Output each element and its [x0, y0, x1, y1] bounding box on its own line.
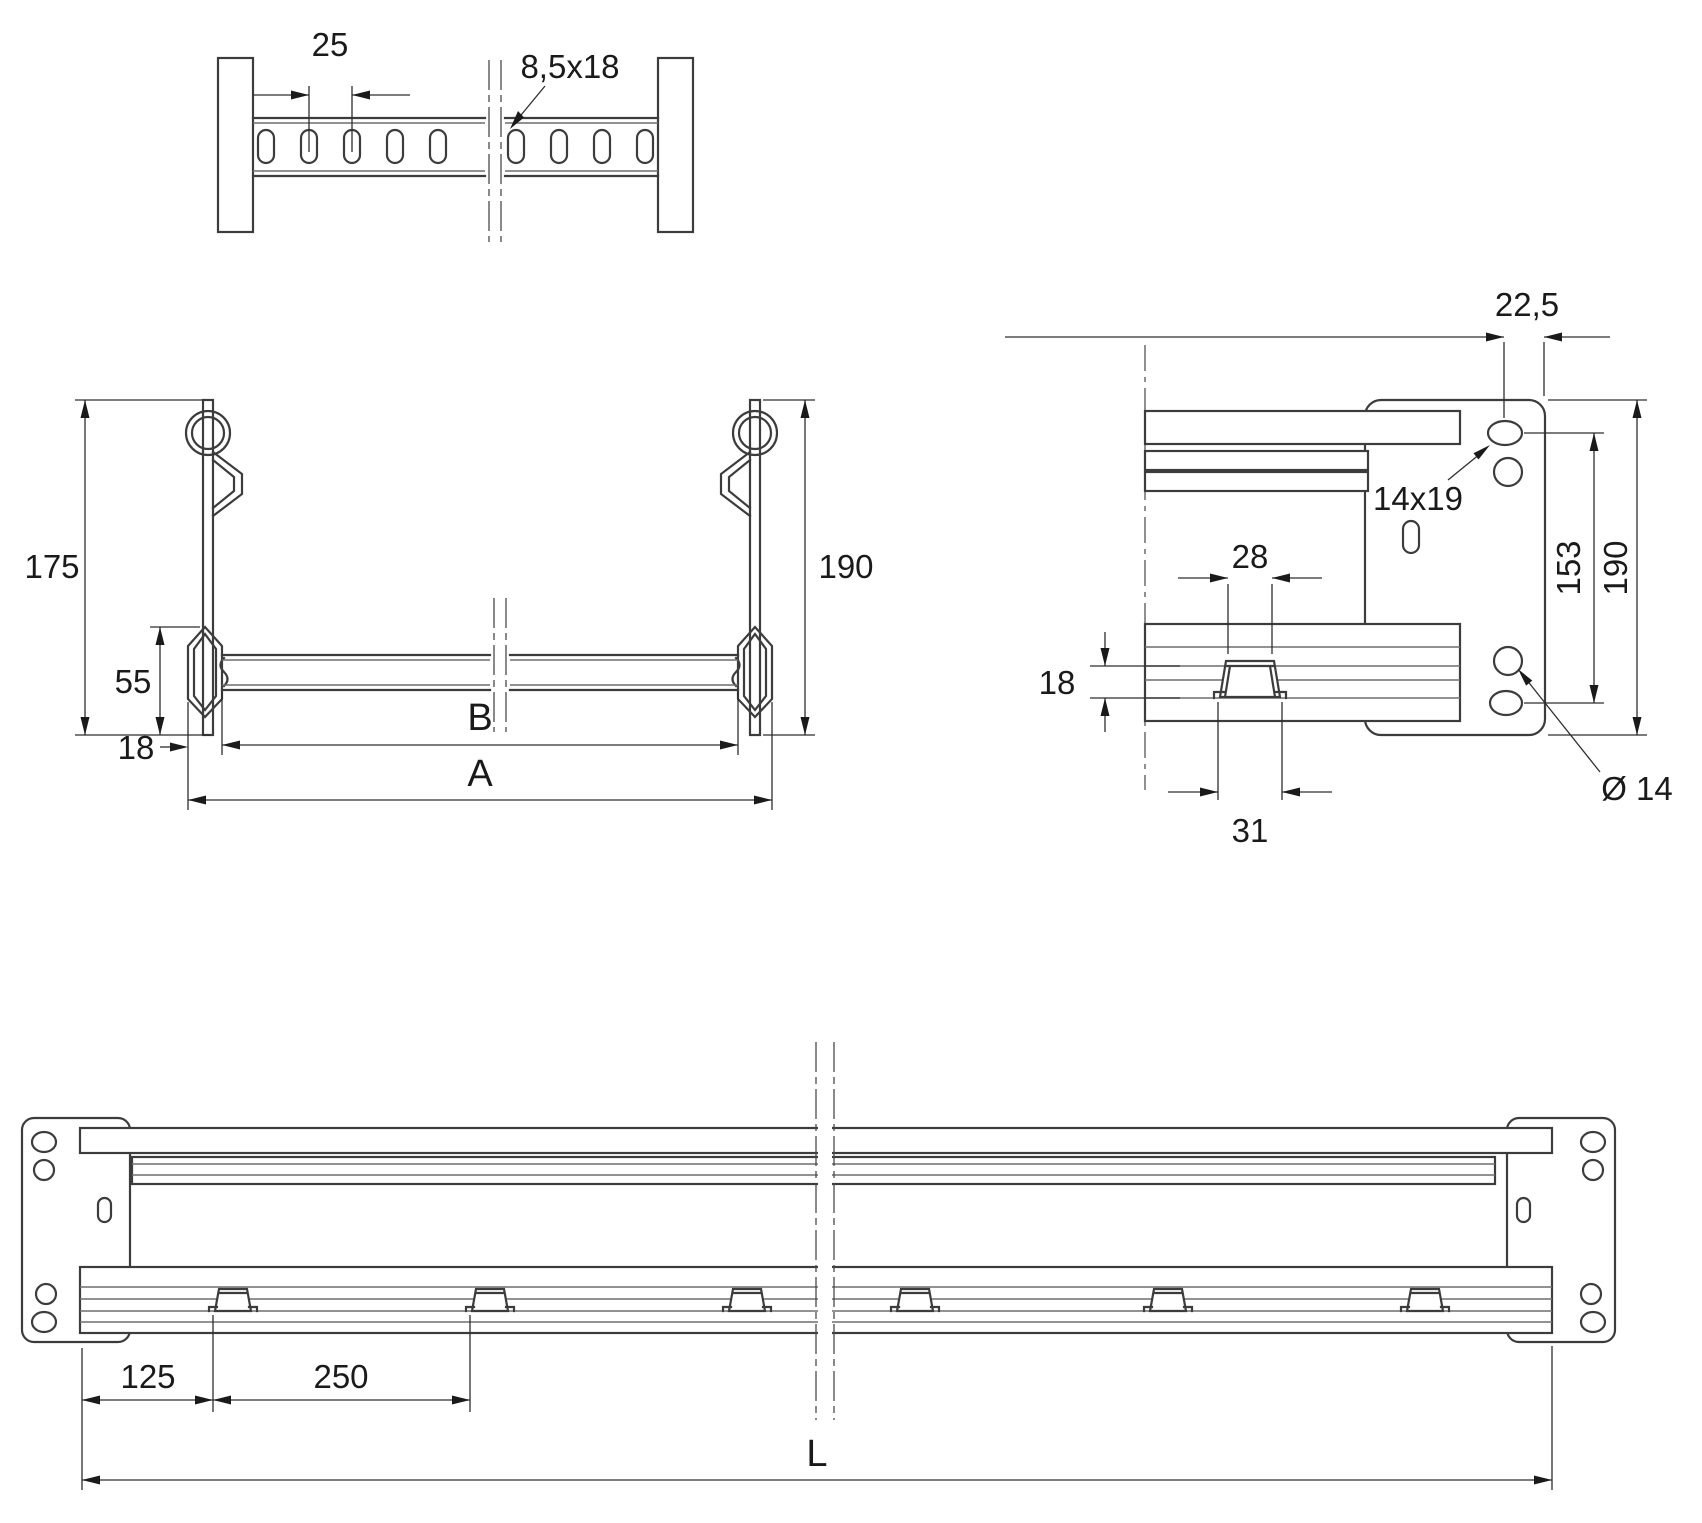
bottom-clips — [207, 1287, 1451, 1313]
front-right-ring — [731, 409, 779, 457]
dim-18-group: 18 — [118, 692, 773, 810]
dim-18-side-group: 18 — [1039, 632, 1180, 732]
bottom-right-plate-holes — [1515, 1130, 1607, 1334]
dim-55-group: 55 — [115, 626, 200, 735]
side-plate-holes — [1401, 419, 1524, 717]
dim-outer-span-a: A — [467, 753, 493, 795]
rung-top-right-rail — [656, 56, 695, 234]
rung-top-left-rail — [216, 56, 255, 234]
dim-125-group: 125 — [81, 1315, 471, 1490]
clip — [721, 1287, 773, 1313]
dim-hole-spacing: 153 — [1550, 540, 1587, 595]
view-bottom: 125 250 L — [20, 1042, 1617, 1490]
dim-inner-span-b: B — [467, 697, 492, 739]
dim-rail-height: 190 — [818, 548, 873, 585]
label-slot-size-group: 8,5x18 — [510, 48, 620, 129]
label-hole-diameter-group: Ø 14 — [1518, 669, 1673, 807]
dim-22-5-group: 22,5 — [1005, 286, 1610, 418]
dim-rung-depth: 55 — [115, 663, 152, 700]
dim-28-group: 28 — [1178, 538, 1322, 654]
clip — [1142, 1287, 1194, 1313]
dim-L-group: L — [82, 1346, 1553, 1490]
dim-clip-base-width: 31 — [1232, 812, 1269, 849]
rung-profile-lines — [251, 116, 660, 178]
dim-end-offset: 18 — [118, 729, 155, 766]
dim-190-front-group: 190 — [763, 399, 874, 736]
dim-clip-pitch: 250 — [313, 1358, 368, 1395]
front-right-spring-clip — [719, 450, 752, 518]
view-rung-top: 25 8,5x18 — [216, 26, 695, 242]
dim-total-length: L — [806, 1433, 827, 1475]
dim-250-group: 250 — [213, 1358, 470, 1405]
label-slot-size: 8,5x18 — [520, 48, 619, 85]
clip — [1399, 1287, 1451, 1313]
front-left-ring — [184, 409, 232, 457]
label-hole-diameter: Ø 14 — [1601, 770, 1673, 807]
dim-hole-pitch: 25 — [312, 26, 349, 63]
dim-B-group: B — [222, 697, 738, 750]
label-plate-slot-size: 14x19 — [1373, 480, 1463, 517]
dim-profile-height: 18 — [1039, 664, 1076, 701]
side-bottom-rail — [1143, 622, 1462, 723]
clip — [464, 1287, 516, 1313]
dim-31-group: 31 — [1168, 702, 1332, 849]
bottom-left-plate-holes — [30, 1130, 113, 1334]
rung-break-lines — [488, 60, 502, 242]
side-top-bar-1 — [1143, 409, 1462, 446]
rung-slots — [256, 128, 655, 165]
dim-edge-distance: 22,5 — [1495, 286, 1559, 323]
front-break-lines — [493, 598, 507, 732]
dim-clip-top-width: 28 — [1232, 538, 1269, 575]
view-side: 22,5 14x19 153 190 28 — [1005, 286, 1673, 849]
dim-A-group: A — [188, 753, 772, 805]
view-front: 175 55 18 B A — [24, 398, 874, 810]
front-left-plate — [201, 398, 215, 737]
dim-first-clip-offset: 125 — [120, 1358, 175, 1395]
dim-25-group: 25 — [253, 26, 410, 152]
dim-190-side-group: 190 — [1548, 399, 1647, 736]
side-top-bar-3 — [1143, 470, 1370, 493]
front-right-rung-bulge — [731, 625, 774, 719]
dim-side-height: 175 — [24, 548, 79, 585]
front-rung-lines — [220, 653, 740, 692]
front-right-plate — [748, 398, 762, 737]
label-plate-slot-group: 14x19 — [1373, 445, 1490, 517]
front-left-spring-clip — [211, 450, 244, 518]
dim-plate-height: 190 — [1597, 540, 1634, 595]
side-top-bar-2 — [1143, 449, 1370, 472]
clip — [207, 1287, 259, 1313]
dim-153-group: 153 — [1524, 432, 1604, 704]
clip — [889, 1287, 941, 1313]
bottom-break-lines — [815, 1042, 835, 1420]
side-clip — [1212, 659, 1288, 700]
bottom-top-rail-2 — [130, 1155, 1497, 1186]
front-left-rung-bulge — [186, 625, 229, 719]
